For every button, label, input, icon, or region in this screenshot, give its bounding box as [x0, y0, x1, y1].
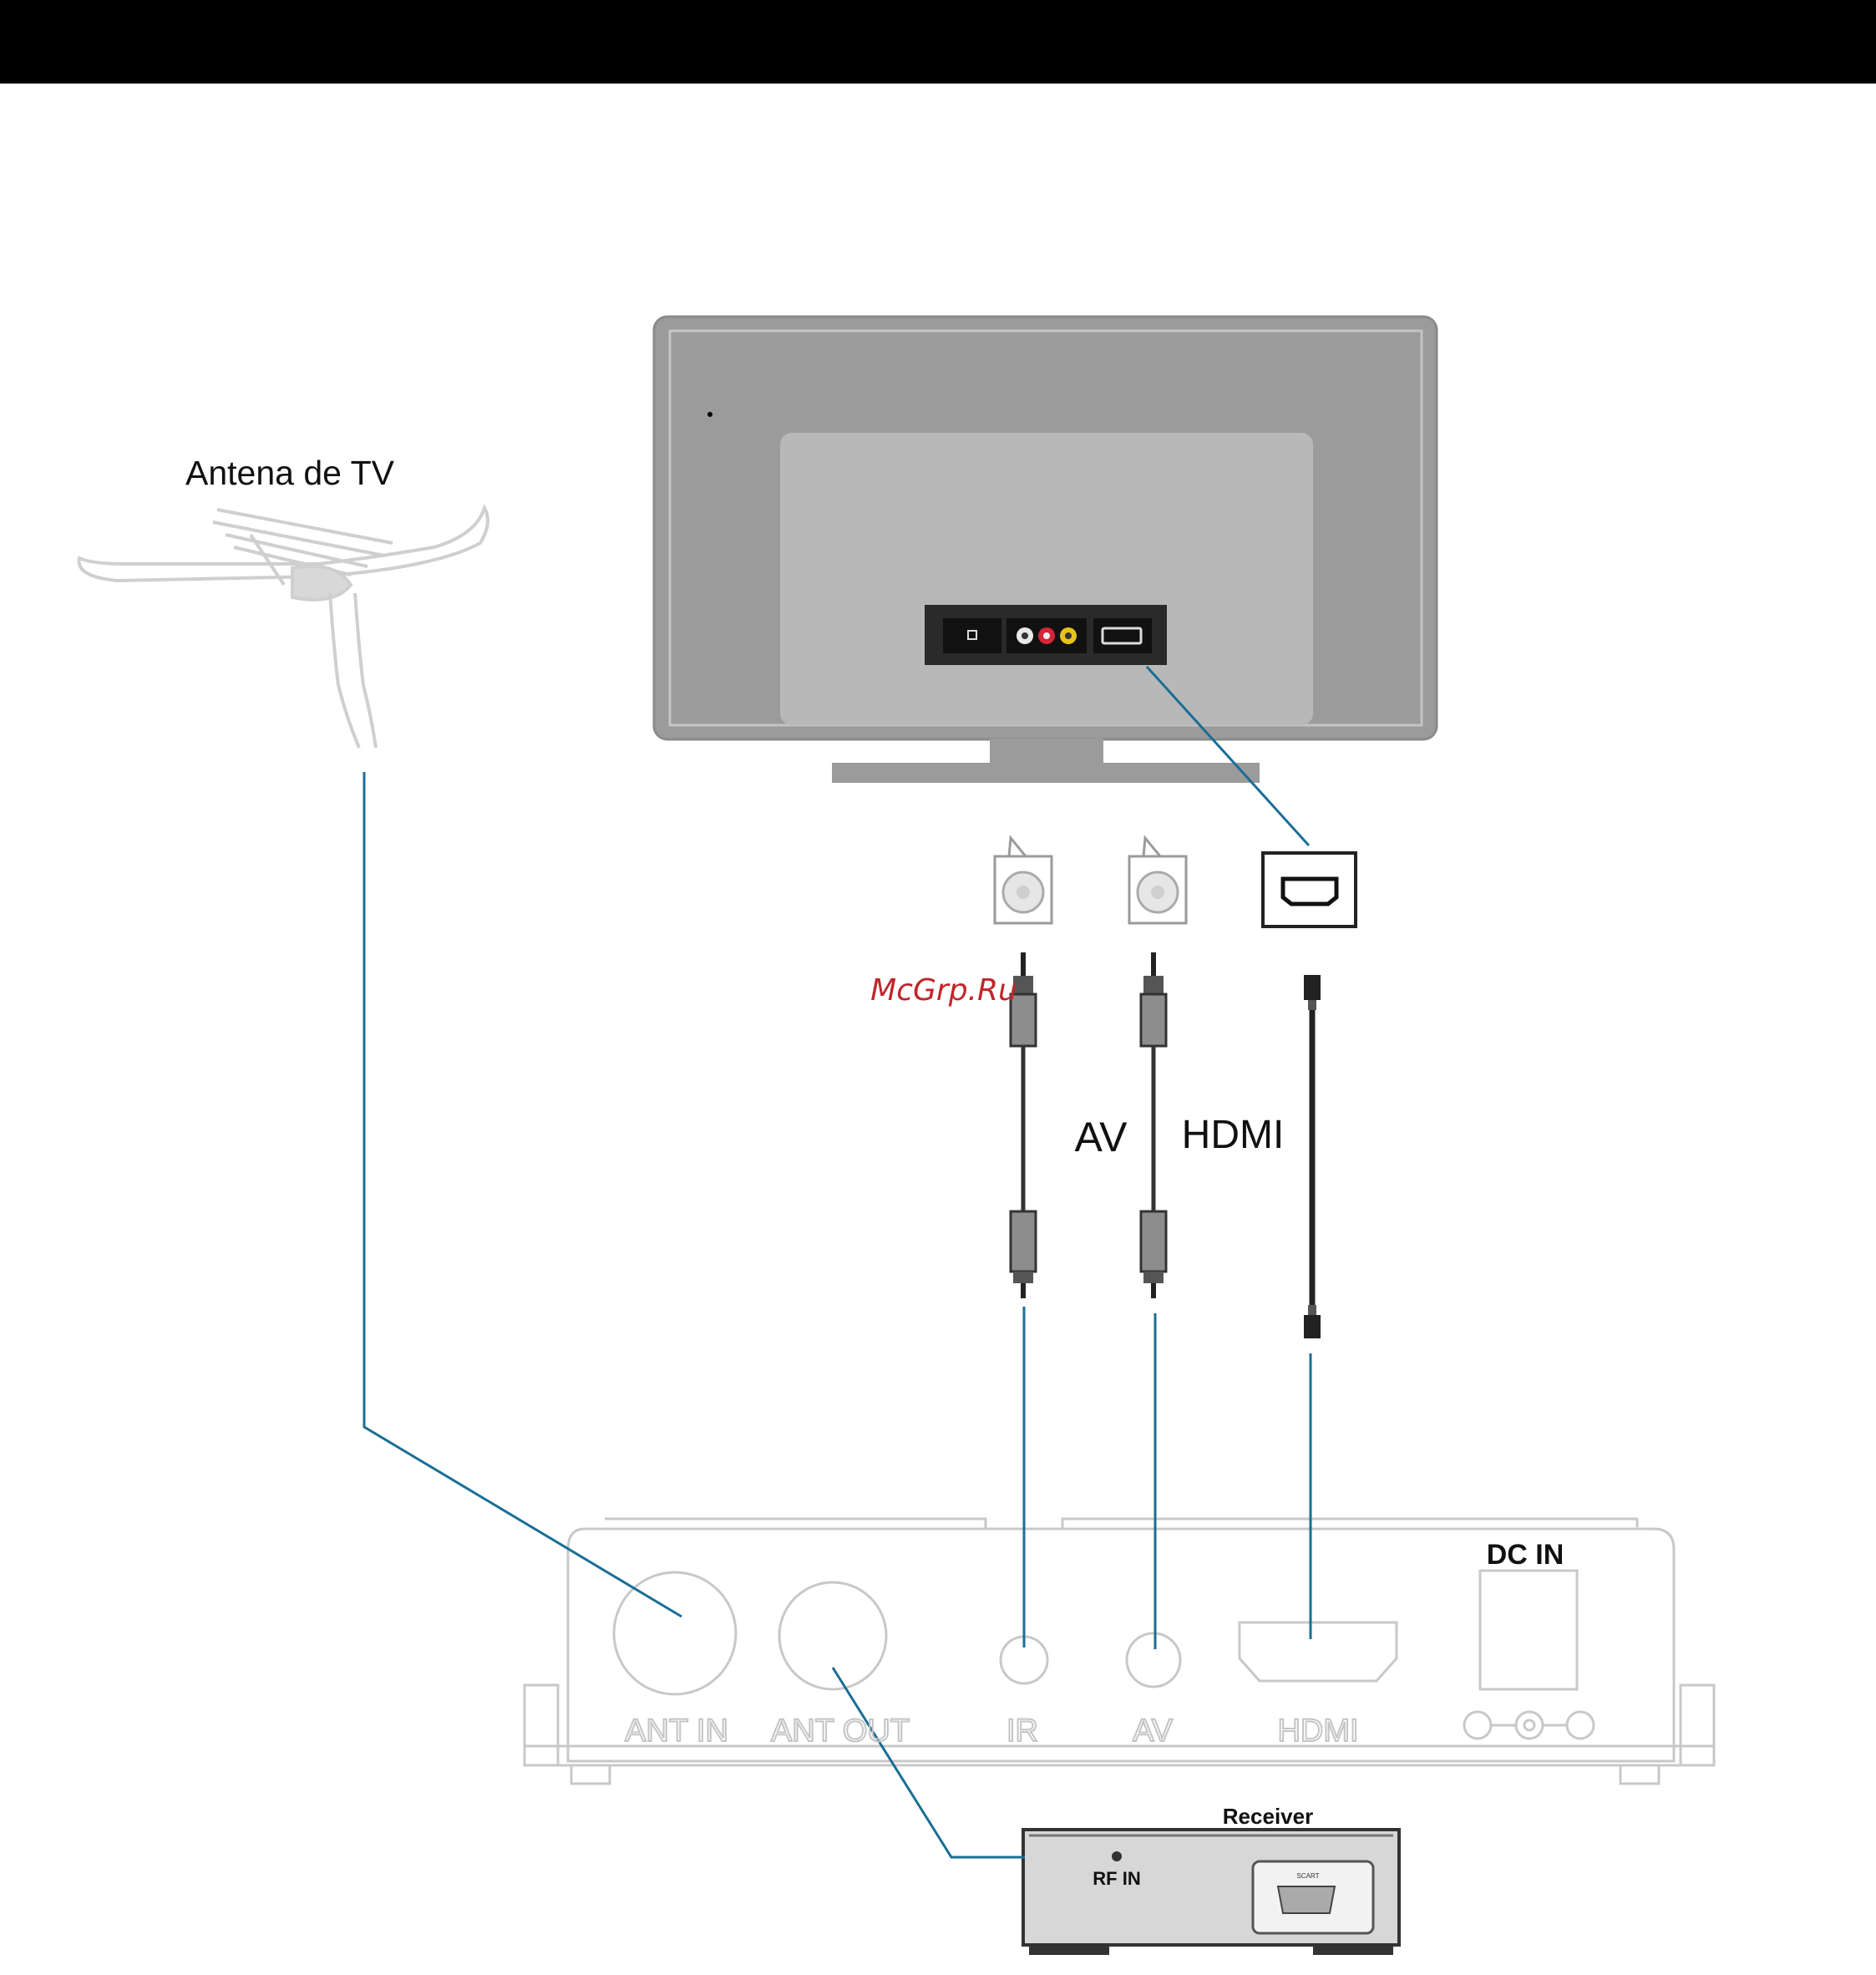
- port-label-ir: IR: [1006, 1714, 1038, 1749]
- port-label-dc-in: DC IN: [1487, 1539, 1564, 1571]
- connection-lines: [364, 667, 1311, 1857]
- scart-label: SCART: [1297, 1872, 1320, 1880]
- ant-in-port: [614, 1572, 736, 1694]
- receiver-rf-in-label: RF IN: [1093, 1868, 1140, 1889]
- watermark: McGrp.Ru: [870, 973, 1017, 1008]
- hdmi-socket-icon: [1263, 853, 1356, 927]
- cable-av-label: AV: [1075, 1114, 1128, 1160]
- cable-hdmi-label: HDMI: [1182, 1113, 1285, 1157]
- port-label-av: AV: [1133, 1714, 1174, 1749]
- dc-in-port: [1480, 1571, 1577, 1689]
- av-port: [1127, 1633, 1180, 1687]
- antenna-label: Antena de TV: [185, 454, 395, 492]
- port-label-hdmi: HDMI: [1277, 1714, 1358, 1749]
- tv-antenna: [79, 508, 488, 748]
- port-labels: ANT IN ANT OUT IR AV HDMI: [625, 1714, 1358, 1749]
- tv: [654, 317, 1437, 783]
- ant-out-port: [779, 1582, 886, 1689]
- hdmi-port: [1240, 1622, 1397, 1681]
- rca-socket-icon: [1129, 838, 1186, 923]
- rca-socket-icon: [995, 838, 1052, 923]
- port-label-ant-out: ANT OUT: [771, 1714, 910, 1749]
- hdmi-cable: [1304, 975, 1321, 1338]
- tv-port-panel: [925, 605, 1167, 665]
- port-label-ant-in: ANT IN: [625, 1714, 728, 1749]
- rca-cable: [1141, 952, 1166, 1298]
- receiver: [1023, 1830, 1399, 1955]
- receiver-label: Receiver: [1223, 1804, 1313, 1829]
- antenna-to-ant-in-line: [364, 772, 682, 1617]
